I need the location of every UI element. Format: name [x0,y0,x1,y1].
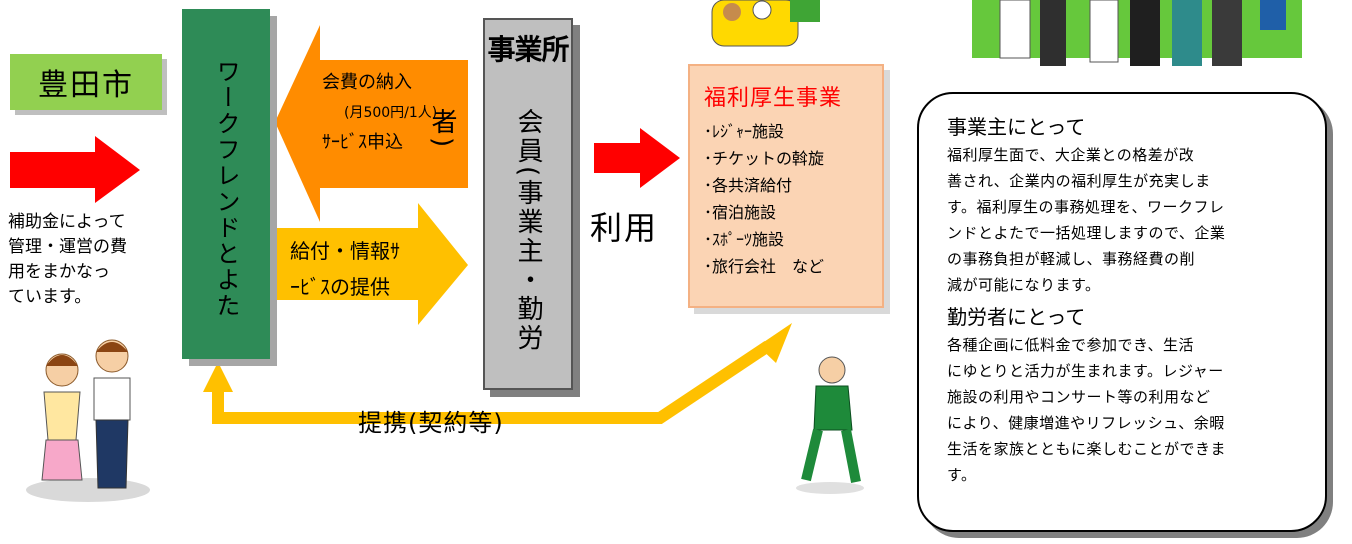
tieup-label: 提携(契約等) [358,409,504,437]
worker-text: 各種企画に低料金で参加でき、生活 にゆとりと活力が生まれます。レジャー 施設の利… [947,332,1303,488]
use-label: 利用 [590,209,659,247]
worker-line: 施設の利用やコンサート等の利用など [947,388,1211,406]
city-box: 豊田市 [10,54,162,110]
worker-line: により、健康増進やリフレッシュ、余暇 [947,414,1225,432]
welfare-item: ･各共済給付 [704,176,793,195]
provide-text: 給付・情報ｻ ｰﾋﾞｽの提供 [290,233,400,305]
subsidy-line: 補助金によって [8,212,126,232]
worker-line: す。 [947,466,977,484]
worker-line: 生活を家族とともに楽しむことができま [947,440,1227,458]
welfare-item: ･チケットの斡旋 [704,149,825,168]
employer-line: の事務負担が軽減し、事務経費の削 [947,250,1196,268]
orange-arrow-fee [275,25,468,222]
subsidy-line: 管理・運営の費 [8,237,127,257]
benefits-info-box: 事業主にとって 福利厚生面で、大企業との格差が改 善され、企業内の福利厚生が充実… [917,92,1327,532]
office-title: 事業所 [487,33,569,66]
welfare-title: 福利厚生事業 [704,86,843,111]
welfare-box: 福利厚生事業 ･ﾚｼﾞｬｰ施設 ･チケットの斡旋 ･各共済給付 ･宿泊施設 ･ｽ… [688,64,884,308]
tieup-arrowhead-right [758,323,792,363]
office-member-label: 会員(事業主・勤労者) [427,108,543,354]
fee-line-2: (月500円/1人) [344,105,438,121]
red-arrow-use [594,128,680,188]
employer-line: ンドとよたで一括処理しますので、企業 [947,224,1226,242]
subsidy-line: 用をまかなっ [8,262,110,282]
tieup-line [212,341,772,424]
employer-line: 減が可能になります。 [947,276,1101,294]
welfare-item: ･宿泊施設 [704,203,777,222]
fee-text: 会費の納入 (月500円/1人) ｻｰﾋﾞｽ申込 [322,68,437,158]
tieup-arrowhead-left [203,362,233,392]
city-label: 豊田市 [38,68,134,103]
red-arrow-subsidy [10,136,140,203]
worker-heading: 勤労者にとって [947,305,1086,329]
welfare-item: ･旅行会社 など [704,257,825,276]
provide-line-1: 給付・情報ｻ [290,239,400,263]
mascot-illustration [711,0,820,47]
yellow-arrow-provide [272,203,468,325]
workers-group-illustration [972,0,1302,66]
employer-line: す。福利厚生の事務処理を、ワークフレ [947,198,1225,216]
fee-line-3: ｻｰﾋﾞｽ申込 [322,132,403,153]
employer-heading: 事業主にとって [947,115,1086,139]
employer-line: 善され、企業内の福利厚生が充実しま [947,172,1211,190]
walker-illustration [796,356,864,494]
employer-text: 福利厚生面で、大企業との格差が改 善され、企業内の福利厚生が充実しま す。福利厚… [947,142,1303,298]
welfare-item: ･ｽﾎﾟｰﾂ施設 [704,230,785,249]
workfriend-box: ワークフレンドとよた [182,9,270,359]
office-workers-illustration [26,339,150,502]
office-box: 事業所 会員(事業主・勤労者) [427,18,573,390]
subsidy-note: 補助金によって 管理・運営の費 用をまかなっ ています。 [8,210,158,310]
worker-line: にゆとりと活力が生まれます。レジャー [947,362,1224,380]
welfare-item: ･ﾚｼﾞｬｰ施設 [704,122,785,141]
worker-line: 各種企画に低料金で参加でき、生活 [947,336,1194,354]
provide-line-2: ｰﾋﾞｽの提供 [290,275,390,299]
fee-line-1: 会費の納入 [322,72,412,93]
employer-line: 福利厚生面で、大企業との格差が改 [947,146,1195,164]
workfriend-label: ワークフレンドとよた [212,59,240,319]
subsidy-line: ています。 [8,287,92,307]
